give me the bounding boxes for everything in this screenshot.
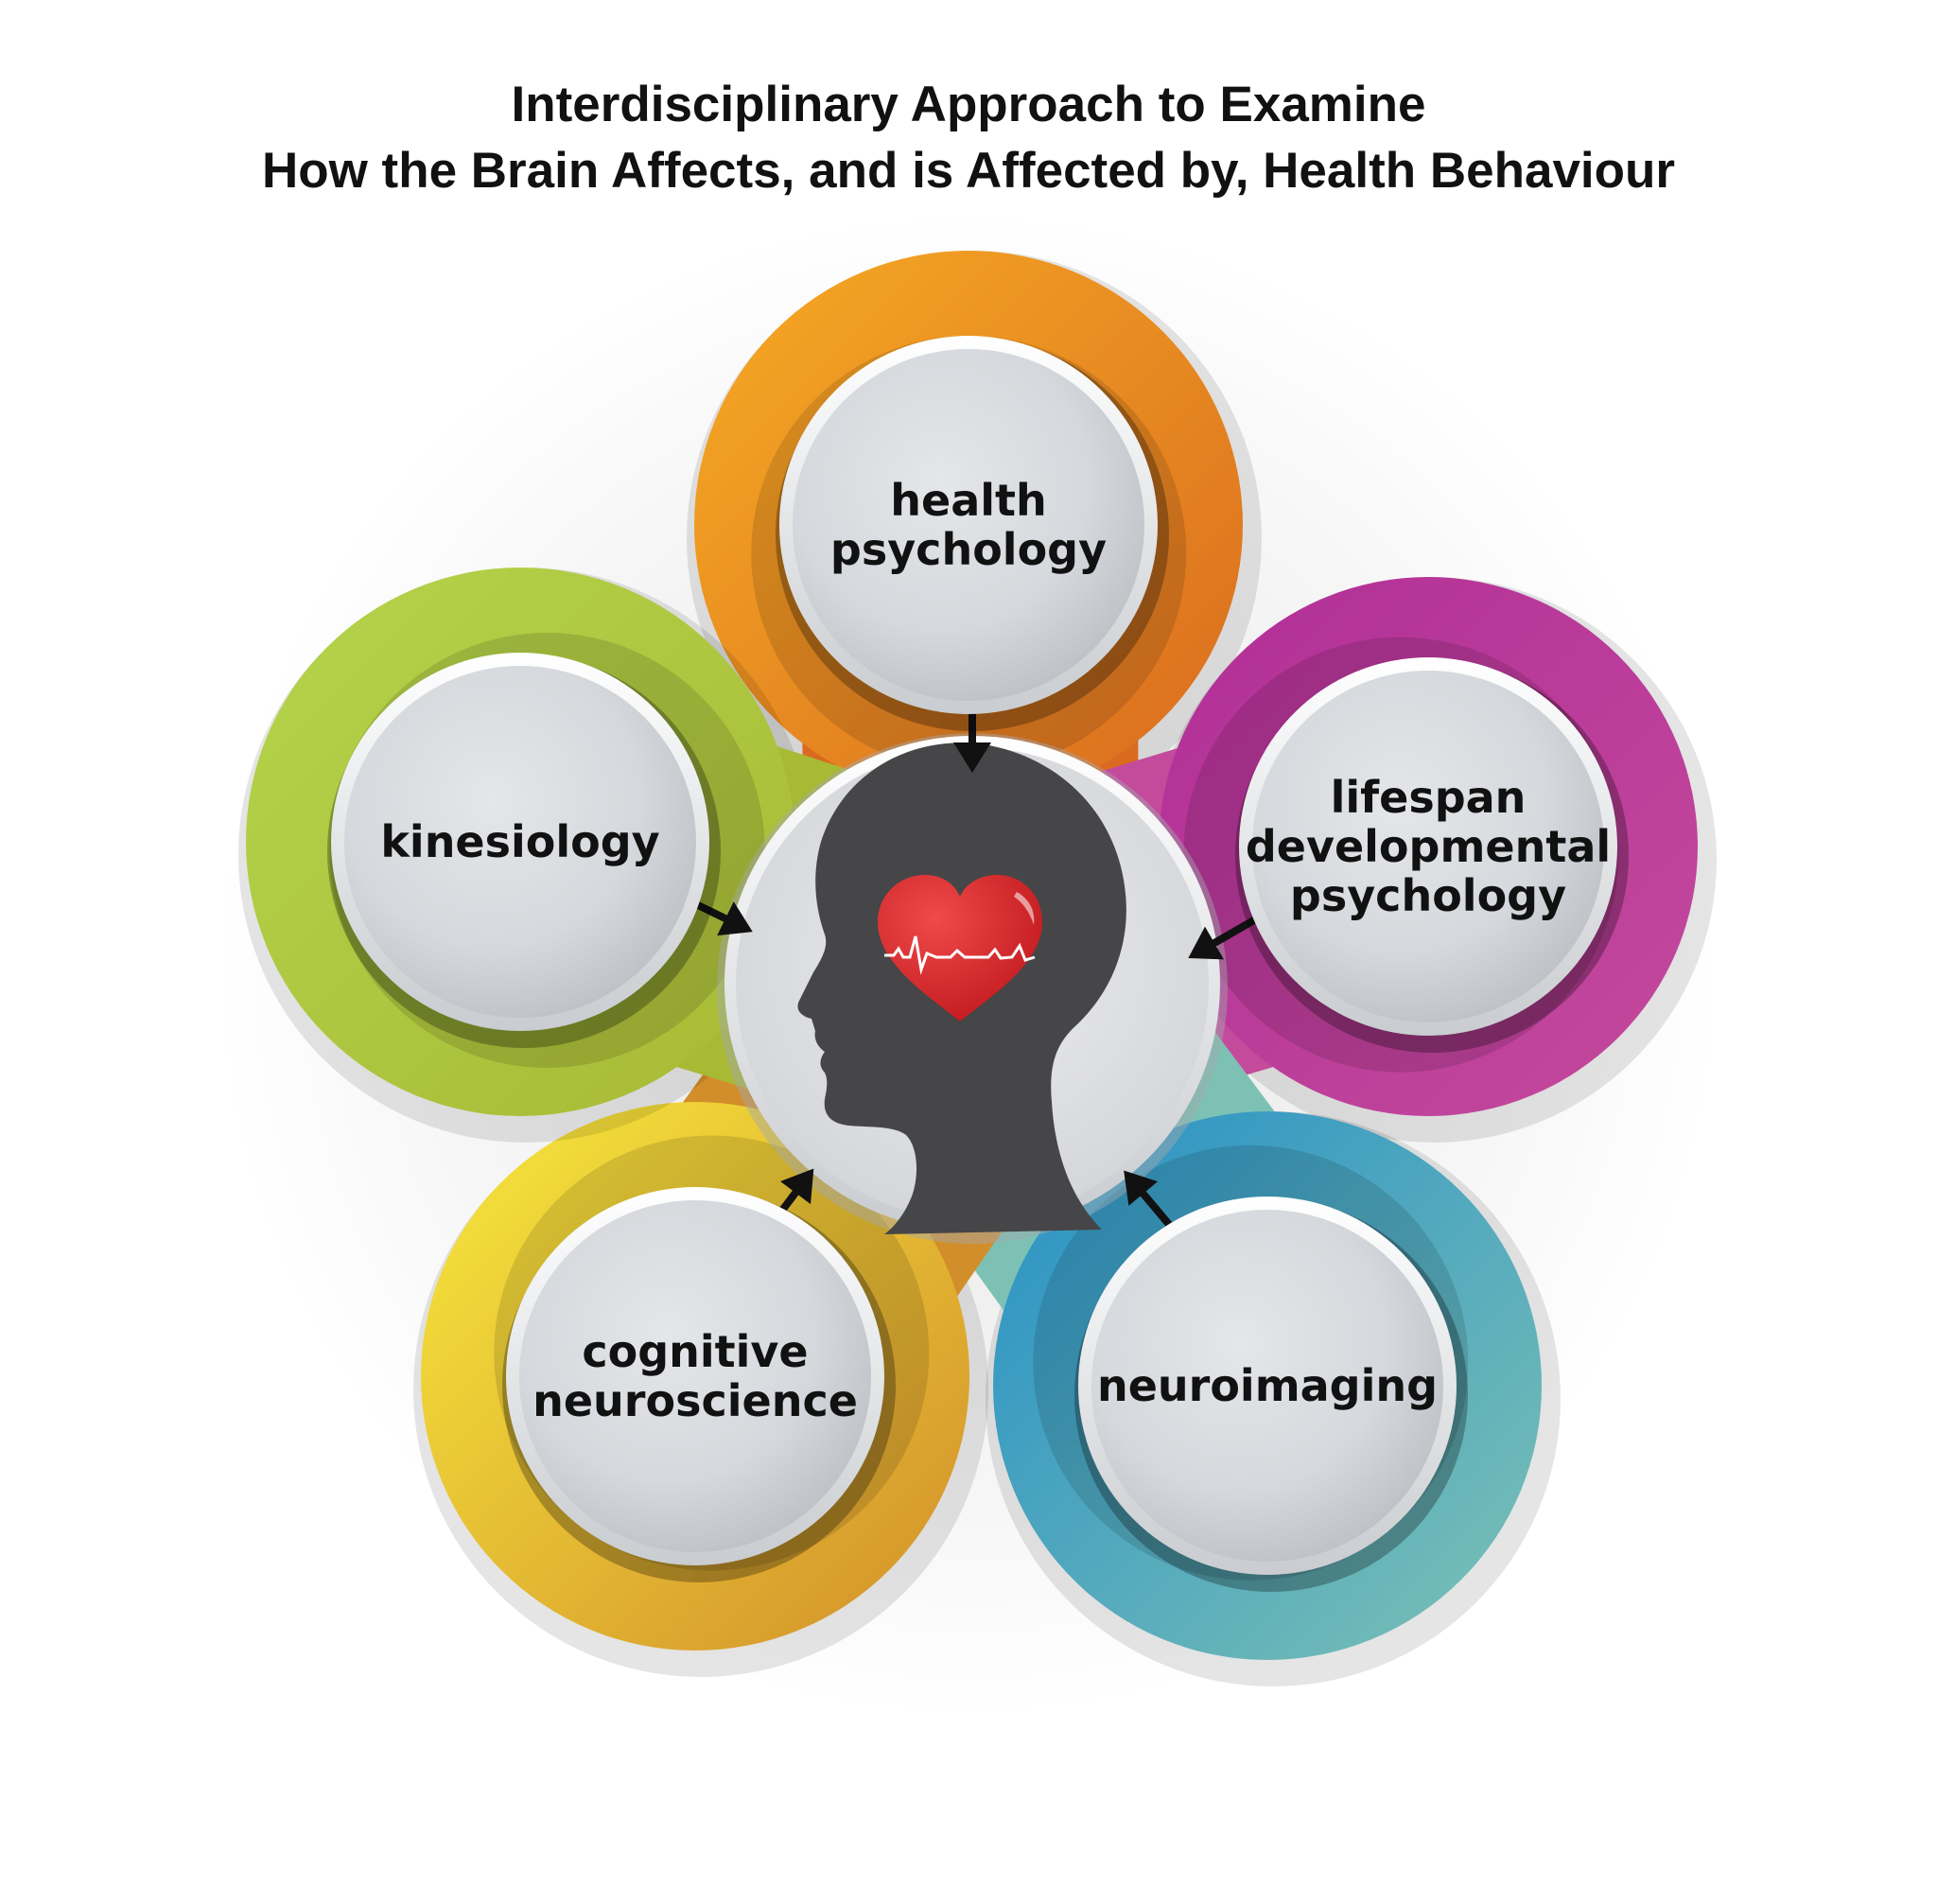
heart-icon <box>878 875 1042 1022</box>
label-line: neuroscience <box>532 1375 858 1426</box>
label-line: lifespan <box>1331 772 1527 823</box>
disc-neuroimaging: neuroimaging <box>1074 1197 1468 1592</box>
diagram-title-line-1: Interdisciplinary Approach to Examine <box>511 77 1426 132</box>
disc-face <box>1091 1210 1443 1562</box>
disc-face <box>519 1200 871 1552</box>
label-line: psychology <box>1290 870 1566 921</box>
label-line: cognitive <box>582 1326 808 1377</box>
center-hub <box>717 733 1228 1244</box>
label-kinesiology: kinesiology <box>380 816 659 867</box>
heartbeat-line-icon <box>884 935 1036 975</box>
head-silhouette-with-heart-icon <box>797 742 1126 1234</box>
disc-kinesiology: kinesiology <box>327 653 721 1048</box>
label-line: psychology <box>830 524 1107 575</box>
label-line: neuroimaging <box>1097 1360 1438 1411</box>
diagram-title-line-2: How the Brain Affects, and is Affected b… <box>261 143 1676 199</box>
label-line: kinesiology <box>380 816 659 867</box>
disc-face <box>1252 671 1604 1022</box>
label-neuroimaging: neuroimaging <box>1097 1360 1438 1411</box>
disc-face <box>344 666 696 1018</box>
disc-face <box>793 349 1144 701</box>
label-line: developmental <box>1246 821 1611 872</box>
heart-highlight <box>1014 892 1035 925</box>
label-line: health <box>890 475 1047 526</box>
